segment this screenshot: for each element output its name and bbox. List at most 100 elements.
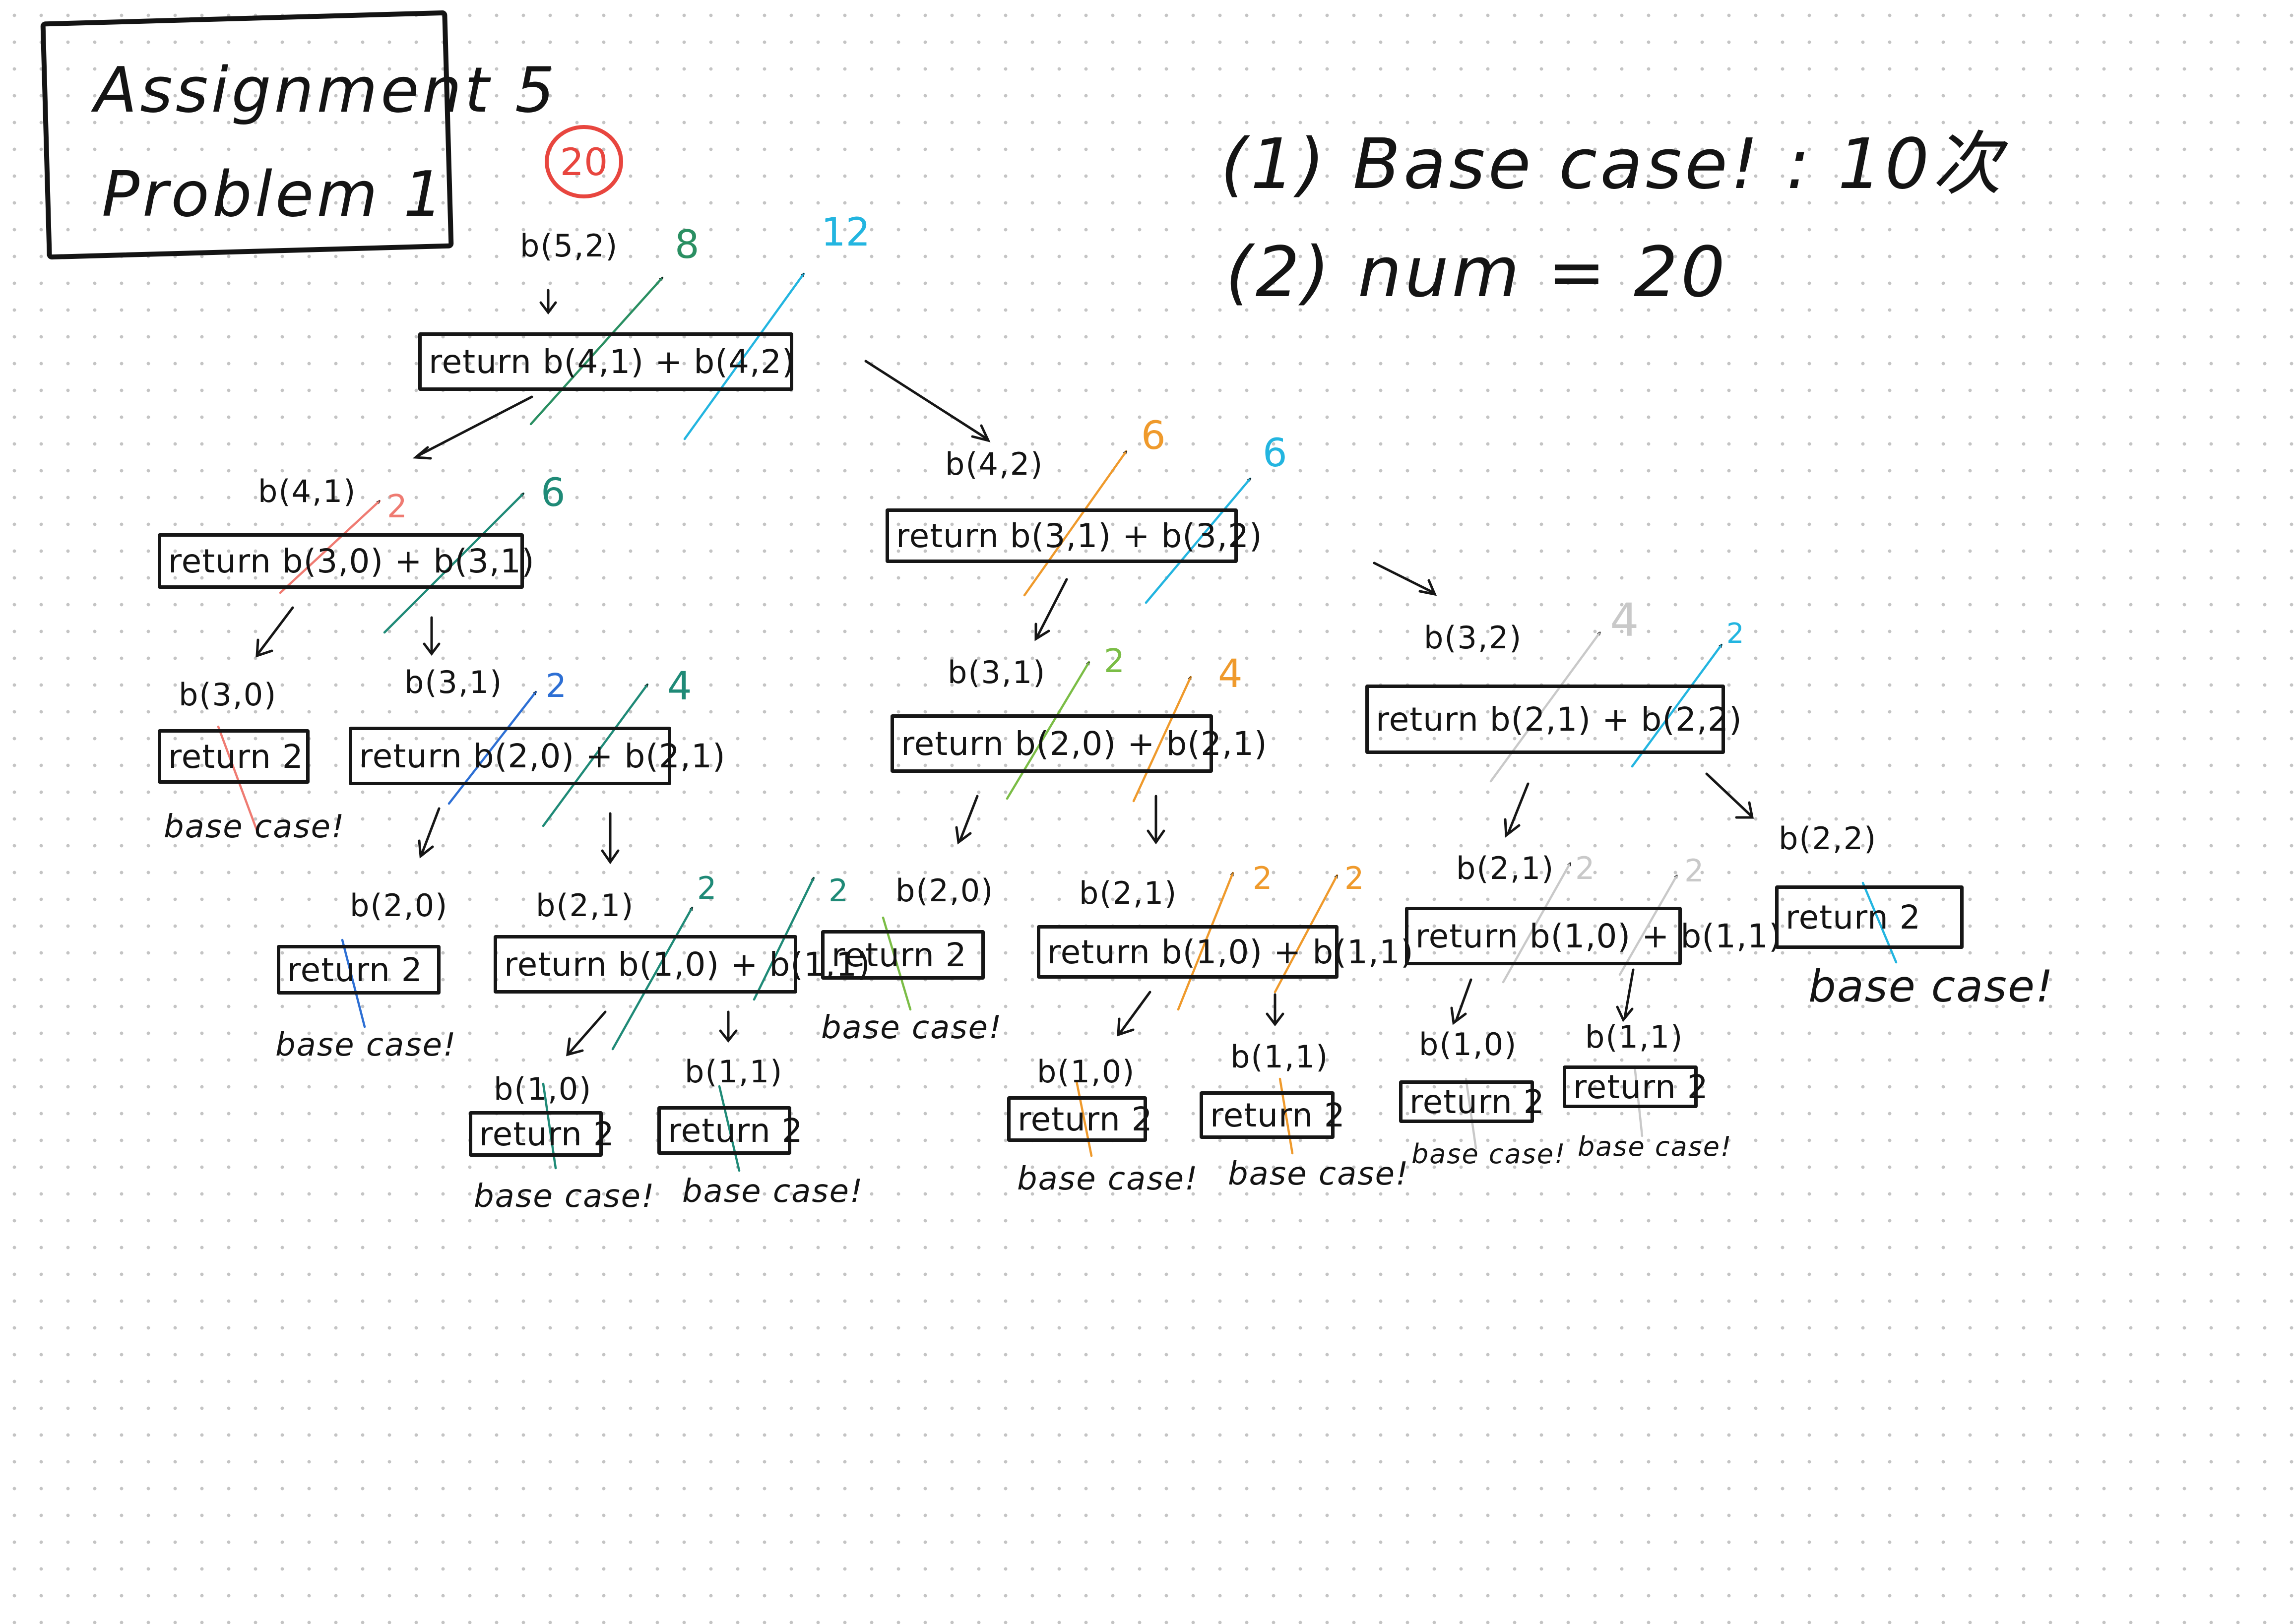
return-box: return 2 — [1563, 1065, 1708, 1108]
return-value: 6 — [1141, 414, 1166, 458]
call-label: b(4,1) — [258, 473, 357, 509]
return-arrow — [383, 492, 525, 634]
return-arrow — [1023, 450, 1128, 597]
return-text: return 2 — [1573, 1067, 1709, 1106]
return-text: return b(1,0) + b(1,1) — [504, 945, 871, 984]
return-box: return 2 — [1007, 1096, 1152, 1142]
call-arrow — [1034, 578, 1068, 641]
return-text: return b(4,1) + b(4,2) — [429, 342, 795, 381]
call-label: b(3,1) — [404, 664, 503, 700]
call-label: b(3,2) — [1424, 620, 1523, 656]
return-value: 2 — [1253, 860, 1273, 896]
return-arrow — [279, 500, 381, 594]
base-slash — [718, 1085, 741, 1172]
base-slash — [217, 725, 259, 835]
base-case-note: base case! — [275, 1027, 457, 1063]
call-label: b(1,1) — [1230, 1039, 1329, 1075]
problem-title: Problem 1 — [102, 158, 446, 231]
return-value: 2 — [1726, 618, 1744, 650]
answer-num: (2) num = 20 — [1225, 232, 1728, 313]
total-score-circle: 20 — [545, 125, 623, 198]
return-value: 2 — [1575, 850, 1595, 886]
call-arrow — [412, 395, 533, 460]
return-box: return 2 — [1399, 1080, 1544, 1123]
call-arrow — [1450, 978, 1472, 1025]
call-label: b(2,1) — [1456, 850, 1555, 886]
return-text: return 2 — [168, 737, 304, 776]
return-value: 6 — [541, 471, 566, 515]
call-label: b(1,0) — [494, 1071, 592, 1107]
return-text: return b(3,1) + b(3,2) — [896, 516, 1263, 555]
base-case-note: base case! — [1411, 1138, 1566, 1170]
return-value: 6 — [1263, 431, 1287, 476]
return-text: return b(2,0) + b(2,1) — [359, 737, 726, 775]
return-text: return 2 — [1786, 898, 1921, 937]
call-arrow — [1373, 562, 1437, 596]
call-arrow — [1117, 991, 1151, 1037]
return-value: 4 — [1218, 652, 1243, 696]
return-box: return b(3,1) + b(3,2) — [886, 508, 1262, 563]
return-arrow — [542, 683, 649, 827]
return-value: 2 — [387, 489, 407, 525]
base-case-note: base case! — [1228, 1156, 1409, 1192]
return-text: return b(2,1) + b(2,2) — [1376, 700, 1742, 739]
return-value: 2 — [1104, 642, 1125, 680]
return-box: return 2 — [1200, 1091, 1345, 1139]
call-arrow — [255, 606, 294, 658]
call-arrow — [1616, 968, 1635, 1022]
return-value: 8 — [675, 223, 700, 267]
base-slash — [1075, 1080, 1093, 1157]
base-slash — [1633, 1065, 1644, 1137]
return-arrow — [753, 878, 815, 1001]
call-arrow — [955, 795, 979, 845]
return-box: return 2 — [657, 1106, 803, 1155]
base-case-note: base case! — [474, 1178, 655, 1215]
return-arrow — [1177, 873, 1234, 1011]
call-label: b(2,0) — [895, 873, 994, 909]
return-text: return 2 — [1018, 1100, 1153, 1138]
return-box: return b(2,0) + b(2,1) — [349, 727, 725, 785]
return-text: return b(3,0) + b(3,1) — [168, 542, 535, 580]
call-arrow — [1504, 782, 1530, 838]
call-arrow — [719, 1010, 738, 1043]
return-value: 2 — [546, 667, 567, 705]
return-box: return b(4,1) + b(4,2) — [418, 332, 795, 391]
call-label: b(2,0) — [350, 887, 448, 924]
return-value: 4 — [1610, 594, 1639, 647]
call-arrow — [864, 360, 991, 442]
return-box: return b(1,0) + b(1,1) — [1037, 925, 1413, 979]
call-arrow — [418, 807, 441, 859]
return-text: return 2 — [479, 1115, 615, 1153]
call-arrow — [1705, 772, 1754, 819]
return-value: 2 — [1344, 860, 1364, 896]
call-label: b(5,2) — [520, 228, 619, 264]
return-value: 2 — [829, 873, 848, 909]
return-text: return 2 — [287, 950, 423, 989]
call-label: b(1,1) — [685, 1054, 783, 1090]
call-arrow — [1147, 795, 1165, 845]
call-label: b(2,1) — [1079, 875, 1178, 911]
return-text: return b(2,0) + b(2,1) — [901, 724, 1268, 763]
base-case-note: base case! — [1578, 1131, 1732, 1162]
return-box: return b(2,1) + b(2,2) — [1365, 685, 1742, 754]
call-arrow — [539, 289, 557, 315]
call-label: b(4,2) — [945, 446, 1044, 482]
return-box: return b(1,0) + b(1,1) — [1405, 907, 1782, 965]
return-arrow — [529, 276, 664, 426]
base-case-note: base case! — [682, 1173, 864, 1210]
return-value: 2 — [1684, 853, 1704, 889]
call-label: b(3,0) — [179, 677, 277, 713]
call-label: b(2,2) — [1779, 820, 1877, 857]
call-arrow — [566, 1010, 607, 1057]
return-arrow — [1274, 875, 1339, 994]
assignment-title: Assignment 5 — [94, 54, 558, 126]
return-arrow — [1006, 661, 1090, 800]
base-case-note: base case! — [164, 809, 345, 845]
call-arrow — [1266, 993, 1284, 1027]
call-label: b(3,1) — [948, 654, 1046, 690]
return-arrow — [1145, 477, 1252, 604]
total-score: 20 — [560, 139, 608, 184]
return-arrow — [1489, 631, 1601, 783]
base-case-note: base case! — [821, 1009, 1003, 1046]
base-slash — [1465, 1077, 1477, 1150]
